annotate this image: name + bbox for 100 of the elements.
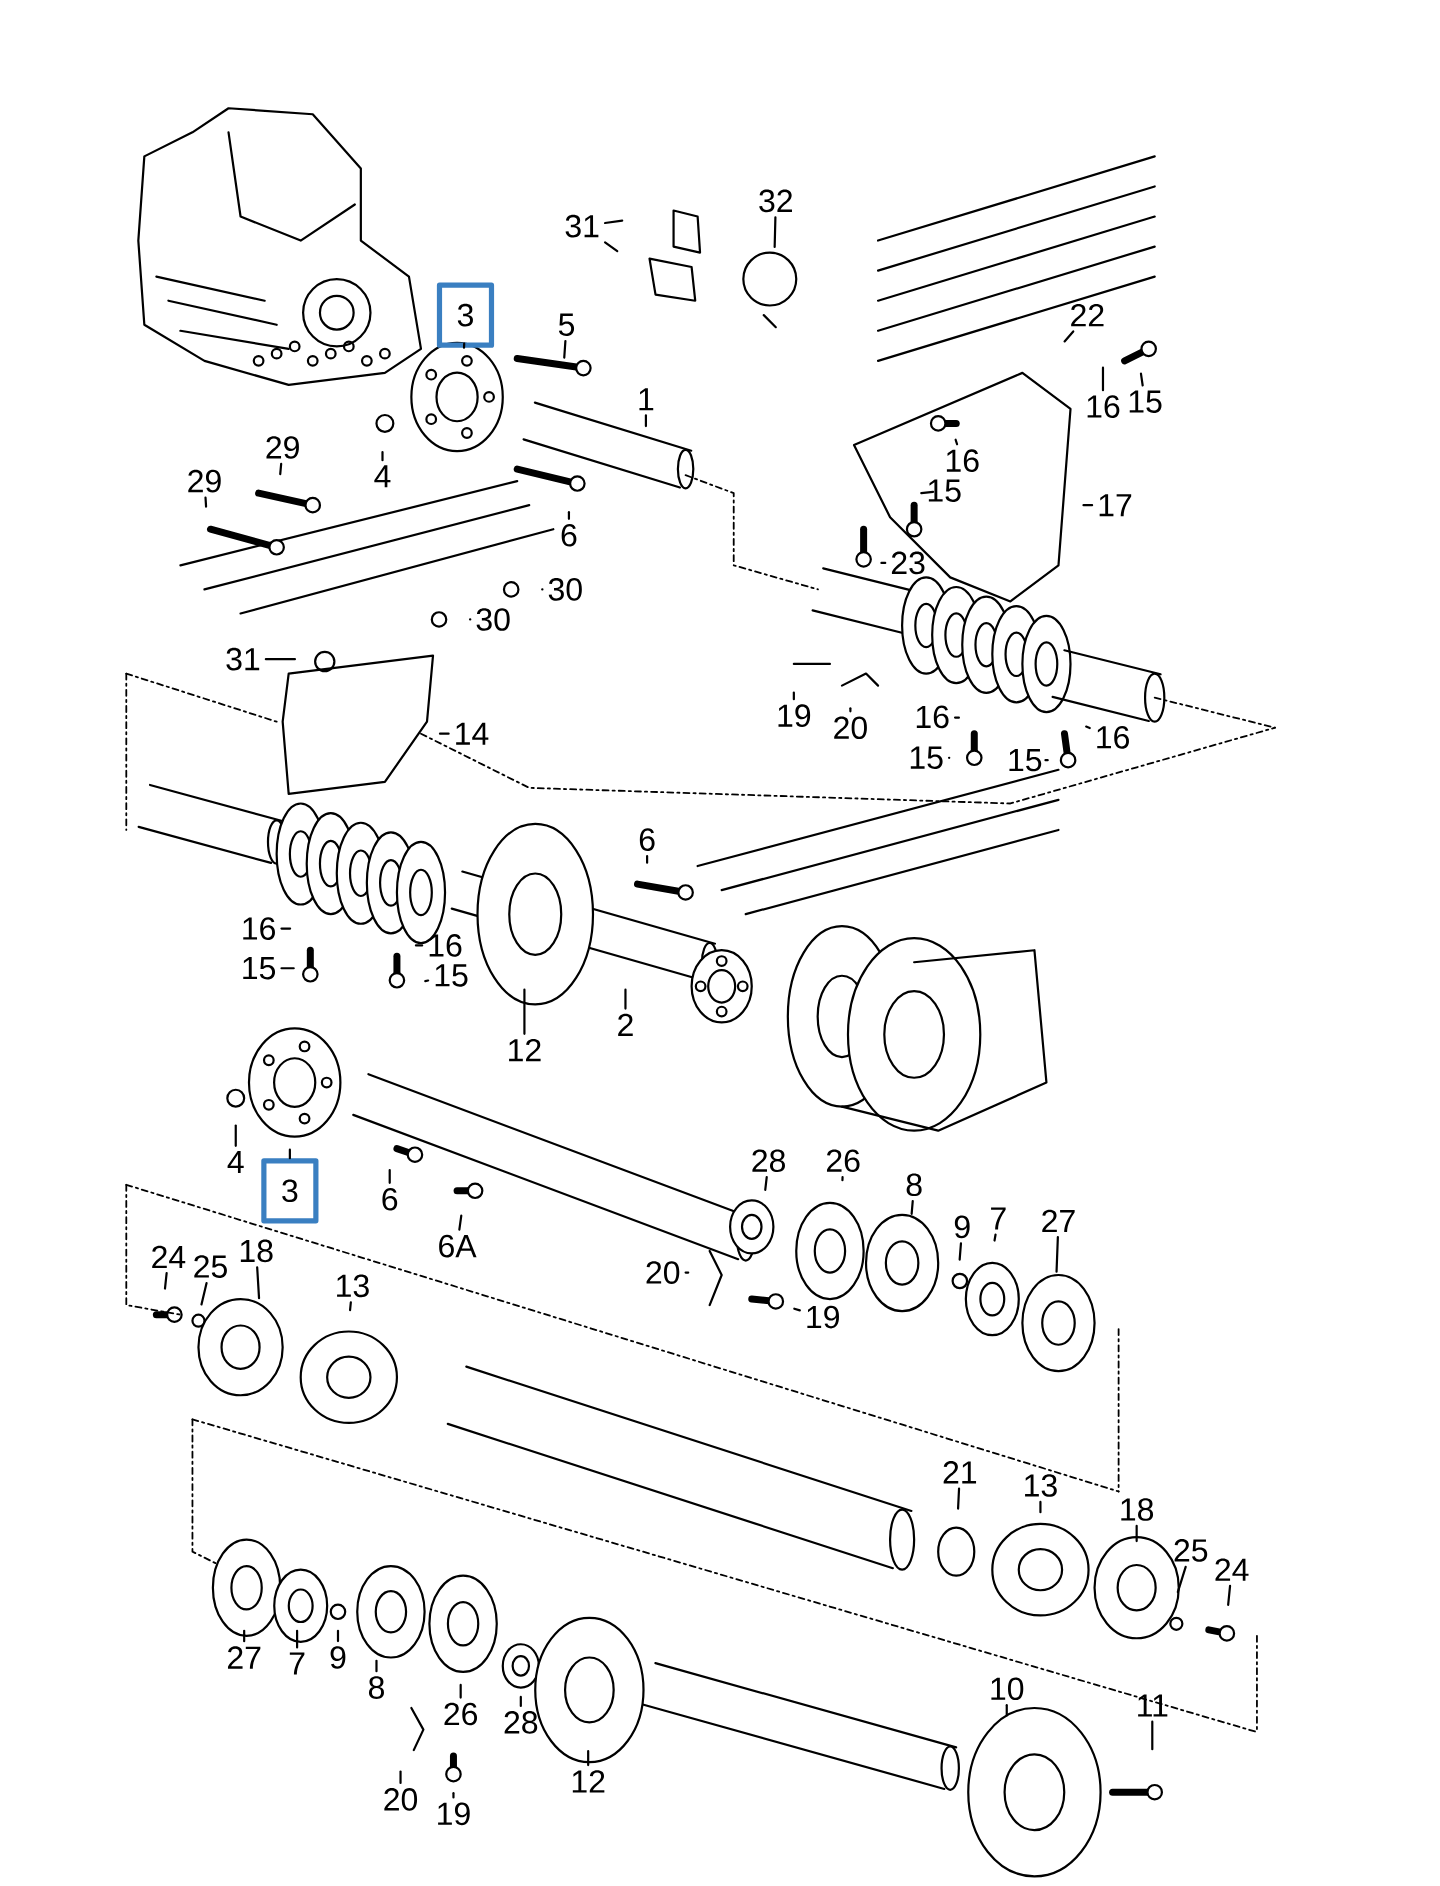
callout-box: 3 xyxy=(437,282,495,348)
callout-number: 8 xyxy=(369,1676,385,1699)
callout-number: 6A xyxy=(439,1234,477,1258)
callout-number: 15 xyxy=(1129,390,1162,413)
leader-line xyxy=(948,756,951,759)
callout-number: 20 xyxy=(646,1261,680,1284)
leader-line xyxy=(519,1695,523,1708)
leader-line xyxy=(1085,725,1091,730)
callout-number: 18 xyxy=(1121,1498,1154,1521)
leader-line xyxy=(958,1242,963,1261)
callout-number: 6 xyxy=(382,1187,398,1211)
callout-number: 21 xyxy=(943,1461,977,1484)
callout-number: 19 xyxy=(807,1305,840,1329)
callout-number: 25 xyxy=(1174,1539,1208,1562)
callout-number: 27 xyxy=(228,1646,261,1669)
callout-number: 24 xyxy=(152,1245,186,1269)
callout-number: 16 xyxy=(1097,726,1130,749)
callout-number: 16 xyxy=(1087,395,1120,418)
leader-line xyxy=(910,1200,914,1215)
leader-line xyxy=(1102,366,1105,392)
callout-number: 13 xyxy=(1025,1474,1057,1497)
callout-number: 29 xyxy=(188,469,221,493)
callout-number: 5 xyxy=(559,313,575,336)
leader-line xyxy=(567,511,571,520)
callout-number: 15 xyxy=(243,957,276,980)
callout-number: 30 xyxy=(548,578,582,601)
leader-line xyxy=(349,1301,353,1312)
leader-line xyxy=(296,1629,299,1649)
leader-line xyxy=(841,1176,844,1182)
callout-number: 9 xyxy=(955,1215,970,1239)
leader-line xyxy=(523,988,526,1035)
callout-number: 15 xyxy=(435,964,468,987)
leader-line xyxy=(764,1176,768,1191)
leader-line xyxy=(424,979,430,983)
leader-line xyxy=(1135,1524,1138,1543)
callout-number: 16 xyxy=(947,449,979,472)
callout-number: 32 xyxy=(759,189,793,213)
leader-line xyxy=(684,1271,690,1274)
leader-line xyxy=(469,618,472,621)
leader-line xyxy=(243,1629,246,1643)
callout-number: 20 xyxy=(384,1788,418,1811)
callout-number: 12 xyxy=(509,1038,541,1062)
leader-line xyxy=(1139,372,1144,387)
leader-line xyxy=(646,854,649,864)
leader-line xyxy=(1176,1565,1187,1594)
leader-line xyxy=(849,707,852,713)
callout-number: 9 xyxy=(330,1646,346,1669)
leader-line xyxy=(288,1148,292,1160)
callout-number: 2 xyxy=(618,1013,633,1036)
callout-number: 17 xyxy=(1099,494,1132,517)
leader-line xyxy=(954,438,959,446)
callout-number: 14 xyxy=(456,722,489,745)
callout-number: 15 xyxy=(929,479,961,502)
leader-line xyxy=(399,1770,402,1785)
callout-number: 20 xyxy=(834,716,868,740)
leader-line xyxy=(452,1792,455,1799)
callout-number: 7 xyxy=(289,1652,305,1675)
leader-line xyxy=(1227,1584,1232,1606)
leader-line xyxy=(541,588,544,591)
leader-line xyxy=(604,219,624,225)
leader-line xyxy=(792,691,796,701)
callout-number: 16 xyxy=(916,705,949,729)
callout-number: 1 xyxy=(639,388,654,411)
callout-number: 13 xyxy=(337,1274,369,1298)
callout-number: 30 xyxy=(476,608,510,631)
callout-number: 16 xyxy=(243,917,276,940)
leader-line xyxy=(563,339,567,359)
callout-number: 26 xyxy=(827,1149,860,1173)
leader-line xyxy=(164,1272,168,1290)
leader-line xyxy=(1151,1720,1154,1751)
callout-box: 3 xyxy=(261,1158,319,1224)
callout-number: 4 xyxy=(374,465,391,488)
leader-line xyxy=(337,1629,340,1643)
callout-number: 25 xyxy=(194,1255,228,1278)
leader-line xyxy=(624,988,627,1010)
leader-line xyxy=(793,1307,802,1312)
leader-line xyxy=(773,216,777,249)
callout-number: 31 xyxy=(226,647,260,671)
leader-line xyxy=(1044,759,1049,762)
leader-line xyxy=(587,1749,590,1767)
callout-number: 15 xyxy=(1009,749,1042,772)
leader-line xyxy=(280,927,292,930)
callout-number: 31 xyxy=(565,214,599,238)
leader-line xyxy=(264,658,297,661)
leader-line xyxy=(954,716,961,719)
leader-line xyxy=(644,414,648,428)
leader-line xyxy=(458,1214,463,1231)
callout-number: 18 xyxy=(240,1239,273,1263)
leader-line xyxy=(200,1281,208,1306)
callout-number: 27 xyxy=(1042,1209,1075,1233)
leader-line xyxy=(204,496,208,508)
callout-number: 6 xyxy=(639,828,655,851)
leader-line xyxy=(993,1233,997,1242)
callout-number: 8 xyxy=(906,1173,922,1197)
leader-line xyxy=(375,1659,378,1673)
callout-number: 4 xyxy=(227,1150,244,1173)
callout-number: 28 xyxy=(752,1149,786,1173)
leader-line xyxy=(439,732,450,735)
callout-number: 16 xyxy=(429,934,462,957)
leader-line xyxy=(381,450,384,462)
